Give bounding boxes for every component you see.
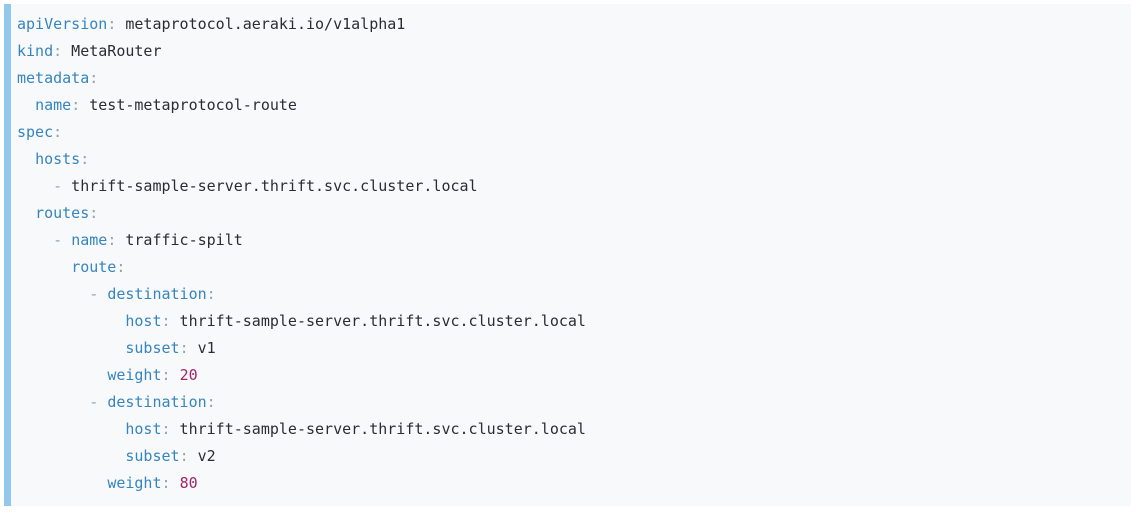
yaml-value: thrift-sample-server.thrift.svc.cluster.… bbox=[170, 312, 586, 330]
code-line: - destination: bbox=[17, 389, 1131, 416]
yaml-value bbox=[17, 312, 125, 330]
yaml-value bbox=[17, 150, 35, 168]
yaml-value bbox=[17, 420, 125, 438]
yaml-value bbox=[17, 258, 71, 276]
code-line: weight: 20 bbox=[17, 362, 1131, 389]
yaml-value: test-metaprotocol-route bbox=[80, 96, 297, 114]
yaml-value bbox=[62, 231, 71, 249]
code-line: - thrift-sample-server.thrift.svc.cluste… bbox=[17, 173, 1131, 200]
yaml-value bbox=[17, 339, 125, 357]
yaml-key: destination bbox=[107, 285, 207, 303]
yaml-punctuation: : bbox=[206, 393, 216, 411]
code-line: route: bbox=[17, 254, 1131, 281]
code-line: spec: bbox=[17, 119, 1131, 146]
yaml-number: 20 bbox=[179, 366, 198, 384]
yaml-punctuation: - bbox=[53, 231, 63, 249]
yaml-value bbox=[17, 231, 53, 249]
yaml-punctuation: : bbox=[161, 474, 171, 492]
yaml-key: metadata bbox=[17, 69, 90, 87]
yaml-punctuation: : bbox=[107, 231, 117, 249]
yaml-value bbox=[171, 474, 180, 492]
yaml-key: subset bbox=[125, 339, 180, 357]
yaml-value: MetaRouter bbox=[62, 42, 162, 60]
yaml-value bbox=[171, 366, 180, 384]
yaml-punctuation: : bbox=[179, 339, 189, 357]
yaml-key: apiVersion bbox=[17, 15, 108, 33]
yaml-punctuation: : bbox=[53, 123, 63, 141]
yaml-punctuation: : bbox=[89, 69, 99, 87]
yaml-value bbox=[17, 447, 125, 465]
code-line: host: thrift-sample-server.thrift.svc.cl… bbox=[17, 416, 1131, 443]
yaml-punctuation: - bbox=[53, 177, 63, 195]
yaml-value bbox=[17, 96, 35, 114]
yaml-key: spec bbox=[17, 123, 54, 141]
yaml-punctuation: : bbox=[161, 312, 171, 330]
yaml-punctuation: - bbox=[89, 285, 99, 303]
yaml-punctuation: : bbox=[116, 258, 126, 276]
yaml-punctuation: : bbox=[161, 366, 171, 384]
yaml-code: apiVersion: metaprotocol.aeraki.io/v1alp… bbox=[11, 4, 1131, 497]
yaml-punctuation: : bbox=[89, 204, 99, 222]
yaml-key: kind bbox=[17, 42, 54, 60]
yaml-punctuation: : bbox=[71, 96, 81, 114]
code-line: - name: traffic-spilt bbox=[17, 227, 1131, 254]
code-block[interactable]: apiVersion: metaprotocol.aeraki.io/v1alp… bbox=[4, 4, 1131, 506]
yaml-punctuation: : bbox=[80, 150, 90, 168]
yaml-value: thrift-sample-server.thrift.svc.cluster.… bbox=[170, 420, 586, 438]
yaml-number: 80 bbox=[179, 474, 198, 492]
code-line: apiVersion: metaprotocol.aeraki.io/v1alp… bbox=[17, 11, 1131, 38]
yaml-value bbox=[98, 285, 107, 303]
yaml-value: metaprotocol.aeraki.io/v1alpha1 bbox=[116, 15, 406, 33]
yaml-value bbox=[98, 393, 107, 411]
yaml-value: thrift-sample-server.thrift.svc.cluster.… bbox=[62, 177, 478, 195]
yaml-punctuation: : bbox=[107, 15, 117, 33]
code-line: host: thrift-sample-server.thrift.svc.cl… bbox=[17, 308, 1131, 335]
yaml-key: destination bbox=[107, 393, 207, 411]
yaml-punctuation: : bbox=[161, 420, 171, 438]
code-line: subset: v2 bbox=[17, 443, 1131, 470]
yaml-key: routes bbox=[35, 204, 90, 222]
yaml-value bbox=[17, 177, 53, 195]
yaml-punctuation: : bbox=[53, 42, 63, 60]
code-line: routes: bbox=[17, 200, 1131, 227]
code-line: - destination: bbox=[17, 281, 1131, 308]
code-line: name: test-metaprotocol-route bbox=[17, 92, 1131, 119]
yaml-value: v2 bbox=[188, 447, 216, 465]
yaml-key: hosts bbox=[35, 150, 81, 168]
yaml-key: weight bbox=[107, 366, 162, 384]
yaml-value bbox=[17, 393, 89, 411]
yaml-value bbox=[17, 474, 107, 492]
yaml-value bbox=[17, 204, 35, 222]
code-line: subset: v1 bbox=[17, 335, 1131, 362]
yaml-value: traffic-spilt bbox=[116, 231, 243, 249]
yaml-value bbox=[17, 285, 89, 303]
yaml-punctuation: : bbox=[206, 285, 216, 303]
yaml-value: v1 bbox=[188, 339, 216, 357]
yaml-key: route bbox=[71, 258, 117, 276]
yaml-key: host bbox=[125, 312, 162, 330]
code-line: kind: MetaRouter bbox=[17, 38, 1131, 65]
yaml-punctuation: : bbox=[179, 447, 189, 465]
code-line: hosts: bbox=[17, 146, 1131, 173]
yaml-key: host bbox=[125, 420, 162, 438]
code-line: weight: 80 bbox=[17, 470, 1131, 497]
yaml-value bbox=[17, 366, 107, 384]
yaml-key: name bbox=[35, 96, 72, 114]
yaml-key: name bbox=[71, 231, 108, 249]
yaml-key: subset bbox=[125, 447, 180, 465]
yaml-punctuation: - bbox=[89, 393, 99, 411]
yaml-key: weight bbox=[107, 474, 162, 492]
code-line: metadata: bbox=[17, 65, 1131, 92]
